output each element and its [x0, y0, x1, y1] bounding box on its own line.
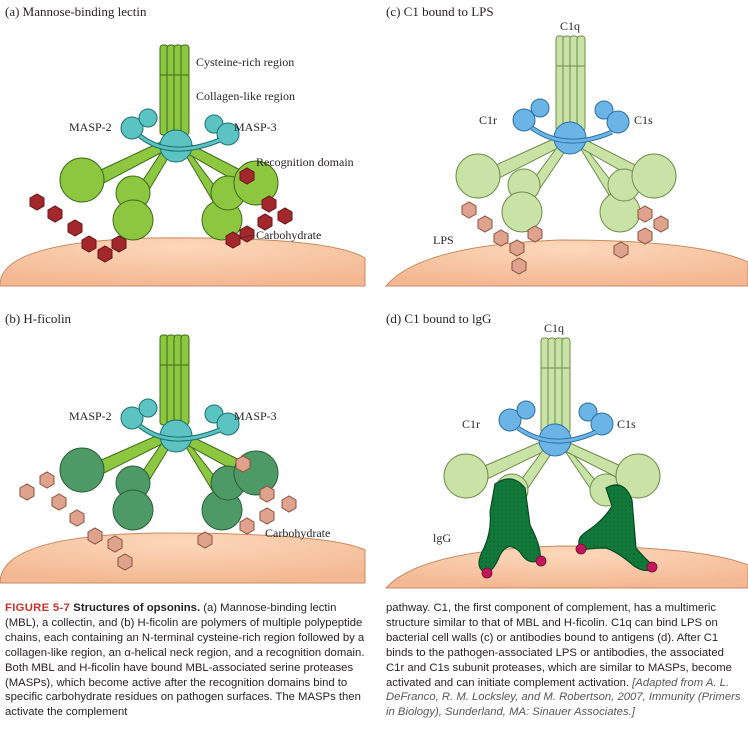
label-lps: LPS: [433, 233, 454, 247]
panel-d-title: (d) C1 bound to lgG: [386, 311, 491, 326]
opsonin-figure: (a) Mannose-binding lectin: [0, 4, 748, 589]
caption-right-text: pathway. C1, the first component of comp…: [386, 602, 732, 689]
panel-b-title: (b) H-ficolin: [5, 311, 72, 326]
panel-a: (a) Mannose-binding lectin: [0, 4, 366, 287]
label-masp3-a: MASP-3: [234, 120, 277, 134]
label-carbohydrate-a: Carbohydrate: [256, 228, 321, 242]
label-c1s-d: C1s: [617, 417, 636, 431]
cell-surface-b: [0, 532, 366, 584]
caption-left-text: (a) Mannose-binding lectin (MBL), a coll…: [5, 602, 365, 719]
ficolin-arms-b: [89, 431, 251, 496]
panel-c: (c) C1 bound to LPS: [384, 4, 748, 287]
cell-surface-d: [384, 545, 748, 589]
label-masp3-b: MASP-3: [234, 409, 277, 423]
collectin-stalk-a: [159, 44, 190, 136]
label-carbohydrate-b: Carbohydrate: [265, 526, 330, 540]
igg-antibodies-d: [478, 478, 655, 573]
panel-c-title: (c) C1 bound to LPS: [386, 4, 494, 19]
carbohydrates-b: [19, 455, 297, 571]
antigen-sites-d: [481, 543, 658, 579]
label-cysteine-rich: Cysteine-rich region: [196, 55, 294, 69]
cell-surface-c: [384, 239, 748, 287]
panel-b: (b) H-ficolin: [0, 311, 366, 584]
c1r-c1s-complex-c: [512, 98, 630, 155]
caption-left: FIGURE 5-7 Structures of opsonins. (a) M…: [5, 601, 365, 720]
label-c1s-c: C1s: [634, 113, 653, 127]
label-masp2-a: MASP-2: [69, 120, 112, 134]
c1q-stalk-d: [540, 337, 571, 434]
label-c1q-d: C1q: [544, 321, 564, 335]
carbohydrates-a: [29, 167, 293, 263]
panel-a-title: (a) Mannose-binding lectin: [5, 4, 147, 19]
c1r-c1s-complex-d: [498, 400, 614, 457]
masp-complex-b: [120, 398, 240, 453]
cell-surface-a: [0, 237, 366, 287]
figure-title: Structures of opsonins.: [73, 602, 201, 614]
panel-d: (d) C1 bound to lgG: [384, 311, 748, 589]
label-c1r-d: C1r: [462, 417, 480, 431]
masp-complex-a: [120, 108, 240, 163]
label-c1q-c: C1q: [560, 19, 580, 33]
caption-credit: [Adapted from A. L. DeFranco, R. M. Lock…: [386, 676, 741, 719]
label-c1r-c: C1r: [479, 113, 497, 127]
label-igg: lgG: [433, 531, 451, 545]
lps-c: [461, 201, 669, 275]
label-collagen-like: Collagen-like region: [196, 89, 295, 103]
label-masp2-b: MASP-2: [69, 409, 112, 423]
c1q-stalk-c: [555, 35, 586, 132]
caption-right: pathway. C1, the first component of comp…: [386, 601, 743, 720]
c1q-arms-c: [455, 135, 677, 233]
ficolin-stalk-b: [159, 334, 190, 426]
figure-label: FIGURE 5-7: [5, 602, 71, 614]
label-recognition-domain: Recognition domain: [256, 155, 354, 169]
